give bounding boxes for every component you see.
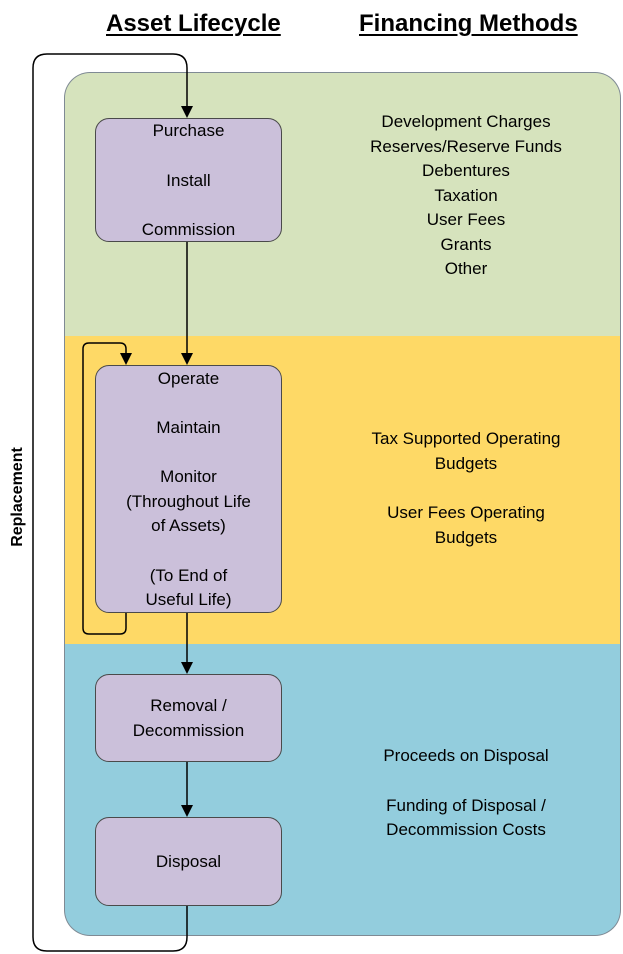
financing-item: Grants xyxy=(440,234,492,254)
financing-disposal-list: Proceeds on Disposal Funding of Disposal… xyxy=(346,744,586,843)
stage-line-throughout-life: (Throughout Life xyxy=(126,492,251,511)
financing-item: Development Charges xyxy=(381,112,551,131)
stage-line-operate: Operate xyxy=(157,369,220,388)
stage-acquisition-box: Purchase Install Commission xyxy=(95,118,282,242)
financing-item: Other xyxy=(444,259,488,278)
stage-line-maintain: Maintain xyxy=(156,418,221,437)
financing-item: Decommission Costs xyxy=(386,820,546,839)
stage-line-removal: Removal / xyxy=(150,696,227,715)
replacement-label: Replacement xyxy=(9,447,26,547)
financing-item: User Fees Operating xyxy=(387,503,545,522)
stage-disposal-box: Disposal xyxy=(95,817,282,906)
financing-item: Budgets xyxy=(434,527,498,547)
stage-line-to-end-of: (To End of xyxy=(149,566,228,585)
stage-line-disposal: Disposal xyxy=(155,852,222,871)
stage-line-useful-life: Useful Life) xyxy=(145,590,232,609)
stage-line-commission: Commission xyxy=(141,220,236,239)
stage-operation-box: Operate Maintain Monitor (Throughout Lif… xyxy=(95,365,282,613)
operation-cycle-arrow xyxy=(82,342,132,635)
stage-line-install: Install xyxy=(166,171,211,190)
financing-item: Funding of Disposal / xyxy=(386,795,546,815)
stage-line-decommission: Decommission xyxy=(132,721,245,740)
replacement-loop-arrow xyxy=(32,53,193,952)
financing-item: Reserves/Reserve Funds xyxy=(370,136,562,156)
financing-methods-heading: Financing Methods xyxy=(359,10,578,37)
financing-acquisition-list: Development Charges Reserves/Reserve Fun… xyxy=(354,110,578,282)
financing-item: Proceeds on Disposal xyxy=(383,746,549,765)
financing-item: Taxation xyxy=(434,185,498,205)
financing-operation-list: Tax Supported Operating Budgets User Fee… xyxy=(346,427,586,550)
financing-item: Debentures xyxy=(422,161,510,180)
asset-lifecycle-heading: Asset Lifecycle xyxy=(106,10,281,37)
stage-line-of-assets: of Assets) xyxy=(151,516,226,535)
stage-line-purchase: Purchase xyxy=(152,121,225,140)
stage-line-monitor: Monitor xyxy=(160,467,217,486)
financing-item: Budgets xyxy=(434,453,498,473)
financing-item: Tax Supported Operating xyxy=(371,429,561,448)
financing-item: User Fees xyxy=(426,210,506,229)
stage-removal-box: Removal / Decommission xyxy=(95,674,282,762)
